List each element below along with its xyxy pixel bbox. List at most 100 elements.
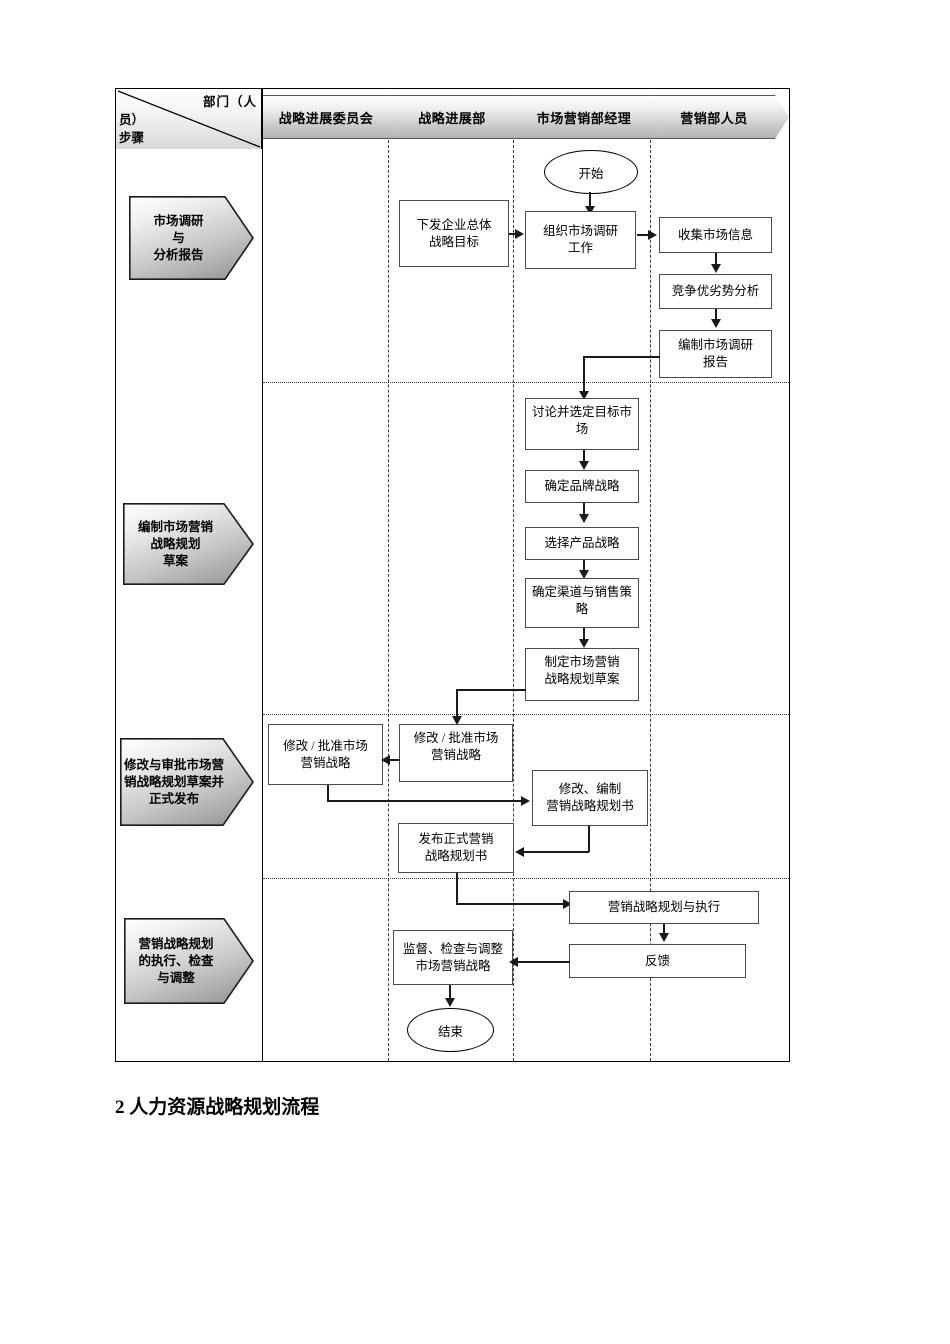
process-label: 修改、编制 营销战略规划书 bbox=[546, 782, 634, 813]
connector-report-to-discuss-v bbox=[583, 356, 585, 395]
column-divider-0 bbox=[262, 89, 263, 1061]
arrowhead-down bbox=[579, 391, 589, 400]
arrowhead-left bbox=[509, 957, 518, 967]
connector-analysis-to-report bbox=[715, 309, 717, 321]
process-label: 竞争优劣势分析 bbox=[671, 284, 760, 298]
process-discuss-select-target: 讨论并选定目标市 场 bbox=[525, 398, 639, 450]
arrowhead-down bbox=[579, 570, 589, 579]
connector-brand-to-product bbox=[583, 503, 585, 516]
column-divider-1 bbox=[388, 140, 389, 1061]
connector-revise-to-publish-v bbox=[588, 826, 590, 852]
process-label: 反馈 bbox=[644, 953, 670, 968]
column-header-marketing-manager: 市场营销部经理 bbox=[515, 95, 667, 139]
connector-goal-to-organize bbox=[509, 233, 517, 235]
process-plan-and-execute: 营销战略规划与执行 bbox=[569, 891, 759, 924]
connector-collect-to-analysis bbox=[715, 253, 717, 266]
connector-committee-to-revise-h bbox=[327, 800, 524, 802]
column-header-strategy-committee: 战略进展委员会 bbox=[263, 95, 403, 139]
step-arrow-outline bbox=[129, 196, 254, 280]
process-approve-committee: 修改 / 批准市场 营销战略 bbox=[268, 724, 383, 785]
arrowhead-right bbox=[563, 899, 572, 909]
connector-product-to-channel bbox=[583, 560, 585, 572]
column-header-label: 营销部人员 bbox=[680, 110, 748, 126]
connector-feedback-to-supervise bbox=[517, 961, 570, 963]
process-determine-channel-sales: 确定渠道与销售策 略 bbox=[525, 578, 639, 628]
swimlane-table-frame bbox=[115, 88, 790, 1062]
connector-dept-to-committee bbox=[386, 759, 400, 761]
step-arrow-outline bbox=[120, 738, 254, 826]
process-label: 组织市场调研 工作 bbox=[542, 224, 618, 255]
process-label: 修改 / 批准市场 营销战略 bbox=[283, 738, 368, 770]
connector-publish-to-execute-h bbox=[456, 903, 567, 905]
arrowhead-right bbox=[515, 229, 524, 239]
process-label: 发布正式营销 战略规划书 bbox=[418, 832, 494, 863]
step-arrow-label: 市场调研 与 分析报告 bbox=[153, 213, 204, 262]
process-organize-research: 组织市场调研 工作 bbox=[525, 211, 636, 269]
column-header-marketing-staff: 营销部人员 bbox=[653, 95, 789, 139]
process-label: 选择产品战略 bbox=[544, 536, 620, 550]
process-approve-department: 修改 / 批准市场 营销战略 bbox=[399, 724, 513, 782]
step-arrow-label: 编制市场营销 战略规划 草案 bbox=[137, 519, 213, 568]
step-arrow-outline bbox=[123, 503, 254, 585]
corner-dept-label-line2: 员） bbox=[119, 113, 145, 127]
arrowhead-down bbox=[659, 933, 669, 942]
terminator-end-label: 结束 bbox=[437, 1024, 463, 1039]
column-header-label: 战略进展委员会 bbox=[278, 110, 374, 126]
connector-report-to-discuss-h bbox=[583, 356, 660, 358]
arrowhead-down bbox=[579, 514, 589, 523]
process-issue-overall-goal: 下发企业总体 战略目标 bbox=[399, 200, 509, 267]
connector-supervise-to-end bbox=[449, 985, 451, 1000]
process-label: 下发企业总体 战略目标 bbox=[416, 217, 492, 249]
row-divider-3 bbox=[263, 878, 789, 879]
terminator-end: 结束 bbox=[407, 1008, 494, 1052]
connector-committee-to-revise-v bbox=[327, 785, 329, 801]
column-divider-2 bbox=[513, 140, 514, 1061]
column-header-label: 战略进展部 bbox=[418, 110, 486, 126]
process-label: 营销战略规划与执行 bbox=[607, 900, 721, 914]
connector-execute-to-feedback bbox=[663, 924, 665, 935]
terminator-start: 开始 bbox=[544, 150, 638, 194]
column-header-label: 市场营销部经理 bbox=[536, 110, 632, 126]
connector-revise-to-publish-h bbox=[524, 851, 589, 853]
arrowhead-left bbox=[515, 847, 524, 857]
connector-publish-to-execute-v bbox=[456, 873, 458, 904]
process-revise-compile-plan: 修改、编制 营销战略规划书 bbox=[532, 770, 648, 826]
arrowhead-down bbox=[585, 206, 595, 215]
connector-draft-to-dept-v bbox=[456, 689, 458, 720]
section-caption: 2 人力资源战略规划流程 bbox=[115, 1097, 320, 1118]
corner-header-cell: 部门（人 员） 步骤 bbox=[116, 89, 262, 149]
process-feedback: 反馈 bbox=[569, 944, 746, 978]
row-divider-2 bbox=[263, 714, 789, 715]
connector-discuss-to-brand bbox=[583, 450, 585, 463]
connector-channel-to-draft bbox=[583, 628, 585, 641]
arrowhead-down bbox=[452, 716, 462, 725]
step-arrow-label: 营销战略规划 的执行、检查 与调整 bbox=[138, 936, 214, 985]
process-label: 确定渠道与销售策 略 bbox=[531, 585, 632, 616]
corner-step-label: 步骤 bbox=[119, 131, 145, 145]
column-header-strategy-department: 战略进展部 bbox=[389, 95, 529, 139]
process-label: 编制市场调研 报告 bbox=[677, 338, 753, 369]
arrowhead-right bbox=[521, 796, 530, 806]
row-divider-1 bbox=[263, 382, 789, 383]
arrowhead-down bbox=[579, 461, 589, 470]
arrowhead-down bbox=[579, 639, 589, 648]
arrowhead-down bbox=[711, 264, 721, 273]
corner-dept-label-line1: 部门（人 bbox=[202, 95, 257, 109]
connector-start-to-organize bbox=[589, 192, 591, 209]
process-supervise-check-adjust: 监督、检查与调整 市场营销战略 bbox=[393, 930, 513, 985]
step-arrow-execute-check-adjust: 营销战略规划 的执行、检查 与调整 bbox=[124, 918, 254, 1004]
process-label: 监督、检查与调整 市场营销战略 bbox=[402, 941, 503, 973]
process-determine-brand-strategy: 确定品牌战略 bbox=[525, 470, 639, 503]
process-publish-official-plan: 发布正式营销 战略规划书 bbox=[398, 823, 514, 873]
process-collect-market-info: 收集市场信息 bbox=[659, 217, 772, 253]
process-label: 修改 / 批准市场 营销战略 bbox=[413, 731, 499, 762]
process-competitive-analysis: 竞争优劣势分析 bbox=[659, 274, 772, 309]
column-divider-3 bbox=[650, 140, 651, 1061]
step-arrow-shape bbox=[123, 503, 254, 585]
process-compile-research-report: 编制市场调研 报告 bbox=[659, 330, 772, 378]
connector-draft-to-dept-h bbox=[456, 689, 526, 691]
terminator-start-label: 开始 bbox=[578, 166, 604, 181]
process-draft-marketing-plan: 制定市场营销 战略规划草案 bbox=[525, 648, 639, 701]
arrowhead-left bbox=[381, 755, 390, 765]
